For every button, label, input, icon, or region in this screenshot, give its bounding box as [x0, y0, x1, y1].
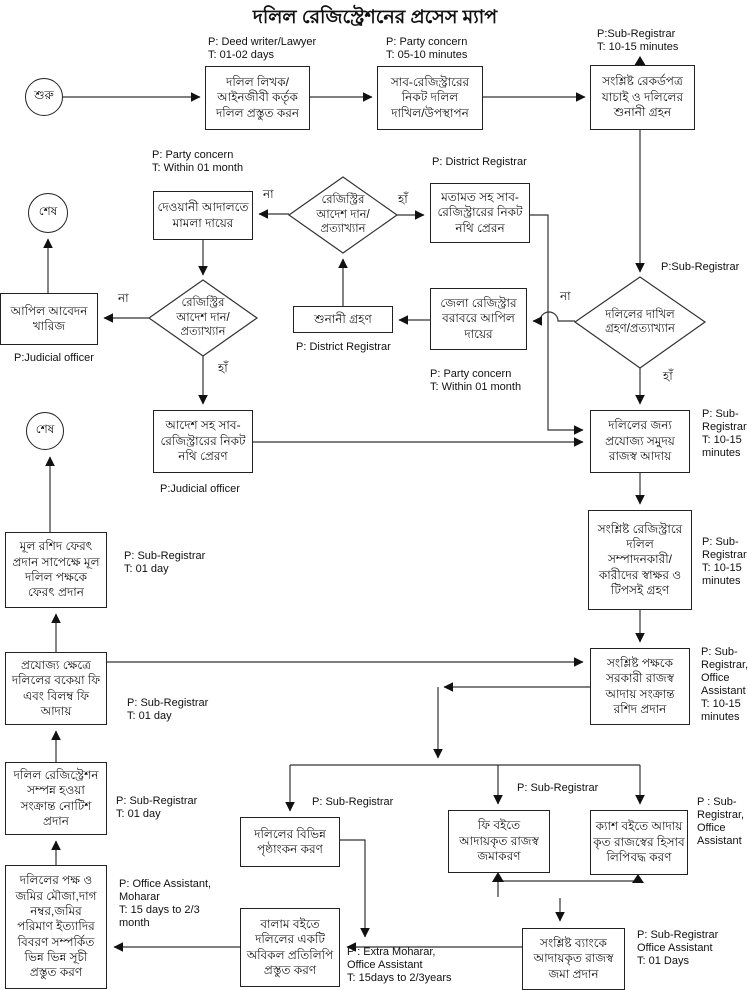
- node-receipt-provide: সংশ্লিষ্ট পক্ষকে সরকারী রাজস্ব আদায় সংক…: [590, 648, 690, 725]
- annotation-revenue-collect: P: Sub- Registrar T: 10-15 minutes: [702, 408, 747, 459]
- annotation-signatures: P: Sub- Registrar T: 10-15 minutes: [702, 536, 747, 587]
- node-prepare-deed: দলিল লিখক/ আইনজীবী কর্তৃক দলিল প্রস্তুত …: [205, 66, 310, 130]
- node-order-send: আদেশ সহ সাব- রেজিস্ট্রারের নিকট নথি প্রে…: [153, 410, 253, 473]
- annotation-verify-records: P:Sub-Registrar T: 10-15 minutes: [597, 28, 679, 53]
- annotation-notice: P: Sub-Registrar T: 01 day: [116, 795, 198, 820]
- annotation-appeal-dismiss: P:Judicial officer: [14, 352, 94, 364]
- annotation-dr-opinion: P: District Registrar: [432, 156, 527, 168]
- node-index-prepare: দলিলের পক্ষ ও জমির মৌজা,দাগ নম্বর,জমির প…: [5, 865, 107, 989]
- edge-label-no-3: না: [560, 289, 571, 303]
- node-dr-opinion: মতামত সহ সাব- রেজিস্ট্রারের নিকট নথি প্র…: [430, 183, 530, 243]
- node-signatures: সংশ্লিষ্ট রেজিস্ট্রারে দলিল সম্পাদনকারী/…: [588, 510, 692, 610]
- start-terminal: শুরু: [25, 78, 63, 116]
- annotation-appeal-file: P: Party concern T: Within 01 month: [430, 368, 522, 393]
- node-return-receipt: মূল রশিদ ফেরৎ প্রদান সাপেক্ষে মূল দলিল প…: [5, 532, 107, 608]
- node-due-fees: প্রযোজ্য ক্ষেত্রে দলিলের বকেয়া ফি এবং ব…: [5, 652, 107, 725]
- edge-label-yes-2: হাঁ: [218, 361, 228, 375]
- edge-label-no-2: না: [118, 291, 129, 305]
- annotation-index-prepare: P: Office Assistant, Moharar T: 15 days …: [119, 878, 212, 929]
- node-notice: দলিল রেজিস্ট্রেশন সম্পন্ন হওয়া সংক্রান্…: [5, 762, 107, 835]
- node-appeal-dismiss: আপিল আবেদন খারিজ: [0, 293, 98, 345]
- annotation-due-fees: P: Sub-Registrar T: 01 day: [127, 697, 209, 722]
- annotation-deed-accept: P:Sub-Registrar: [661, 261, 740, 273]
- node-bank-deposit: সংশ্লিষ্ট ব্যাংকে আদায়কৃত রাজস্ব জমা প্…: [522, 928, 625, 990]
- node-revenue-collect: দলিলের জন্য প্রযোজ্য সমুদয় রাজস্ব আদায়: [590, 410, 690, 473]
- annotation-return-receipt: P: Sub-Registrar T: 01 day: [124, 550, 206, 575]
- annotation-hearing: P: District Registrar: [296, 341, 391, 353]
- end-terminal-top: শেষ: [28, 193, 68, 233]
- annotation-receipt-provide: P: Sub- Registrar, Office Assistant T: 1…: [701, 646, 749, 723]
- edge-label-yes-3: হাঁ: [663, 369, 673, 383]
- decision-shape-registry-order-top: [287, 176, 399, 254]
- node-verify-records: সংশ্লিষ্ট রেকর্ডপত্র যাচাই ও দলিলের শুনা…: [590, 65, 695, 130]
- decision-registry-order-top: রেজিস্ট্রির আদেশ দান/ প্রত্যাখ্যান: [316, 194, 370, 236]
- page-title: দলিল রেজিস্ট্রেশনের প্রসেস ম্যাপ: [252, 7, 498, 28]
- annotation-cash-book: P : Sub- Registrar, Office Assistant: [697, 796, 745, 847]
- node-civil-suit: দেওয়ানী আদালতে মামলা দায়ের: [153, 191, 253, 240]
- node-endorsement: দলিলের বিভিন্ন পৃষ্ঠাংকন করণ: [240, 817, 340, 867]
- decision-registry-order-left: রেজিস্ট্রির আদেশ দান/ প্রত্যাখ্যান: [176, 297, 230, 339]
- annotation-civil-suit: P: Party concern T: Within 01 month: [152, 149, 244, 174]
- node-balam-copy: বালাম বইতে দলিলের একটি অবিকল প্রতিলিপি প…: [240, 908, 340, 987]
- end-terminal-mid: শেষ: [26, 412, 64, 450]
- annotation-submit-deed: P: Party concern T: 05-10 minutes: [386, 36, 468, 61]
- annotation-order-send: P:Judicial officer: [160, 483, 240, 495]
- node-submit-deed: সাব-রেজিস্ট্রারের নিকট দলিল দাখিল/উপস্থা…: [377, 66, 483, 130]
- node-hearing: শুনানী গ্রহণ: [293, 306, 393, 333]
- annotation-books-branch: P: Sub-Registrar: [517, 782, 599, 794]
- annotation-endorsement: P: Sub-Registrar: [312, 796, 394, 808]
- node-appeal-file: জেলা রেজিস্ট্রার বরাবরে আপিল দায়ের: [430, 288, 527, 350]
- annotation-prepare-deed: P: Deed writer/Lawyer T: 01-02 days: [208, 36, 317, 61]
- decision-deed-accept: দলিলের দাখিল গ্রহণ/প্রত্যাখ্যান: [605, 308, 675, 335]
- node-fee-book: ফি বইতে আদায়কৃত রাজস্ব জমাকরণ: [448, 810, 550, 873]
- annotation-balam-copy: P : Extra Moharar, Office Assistant T: 1…: [347, 946, 452, 984]
- annotation-bank-deposit: P: Sub-Registrar Office Assistant T: 01 …: [637, 929, 719, 967]
- node-cash-book: ক্যাশ বইতে আদায় কৃত রাজস্বের হিসাব লিপি…: [590, 810, 688, 875]
- edge-label-yes-1: হাঁ: [398, 192, 408, 206]
- edge-label-no-1: না: [263, 187, 274, 201]
